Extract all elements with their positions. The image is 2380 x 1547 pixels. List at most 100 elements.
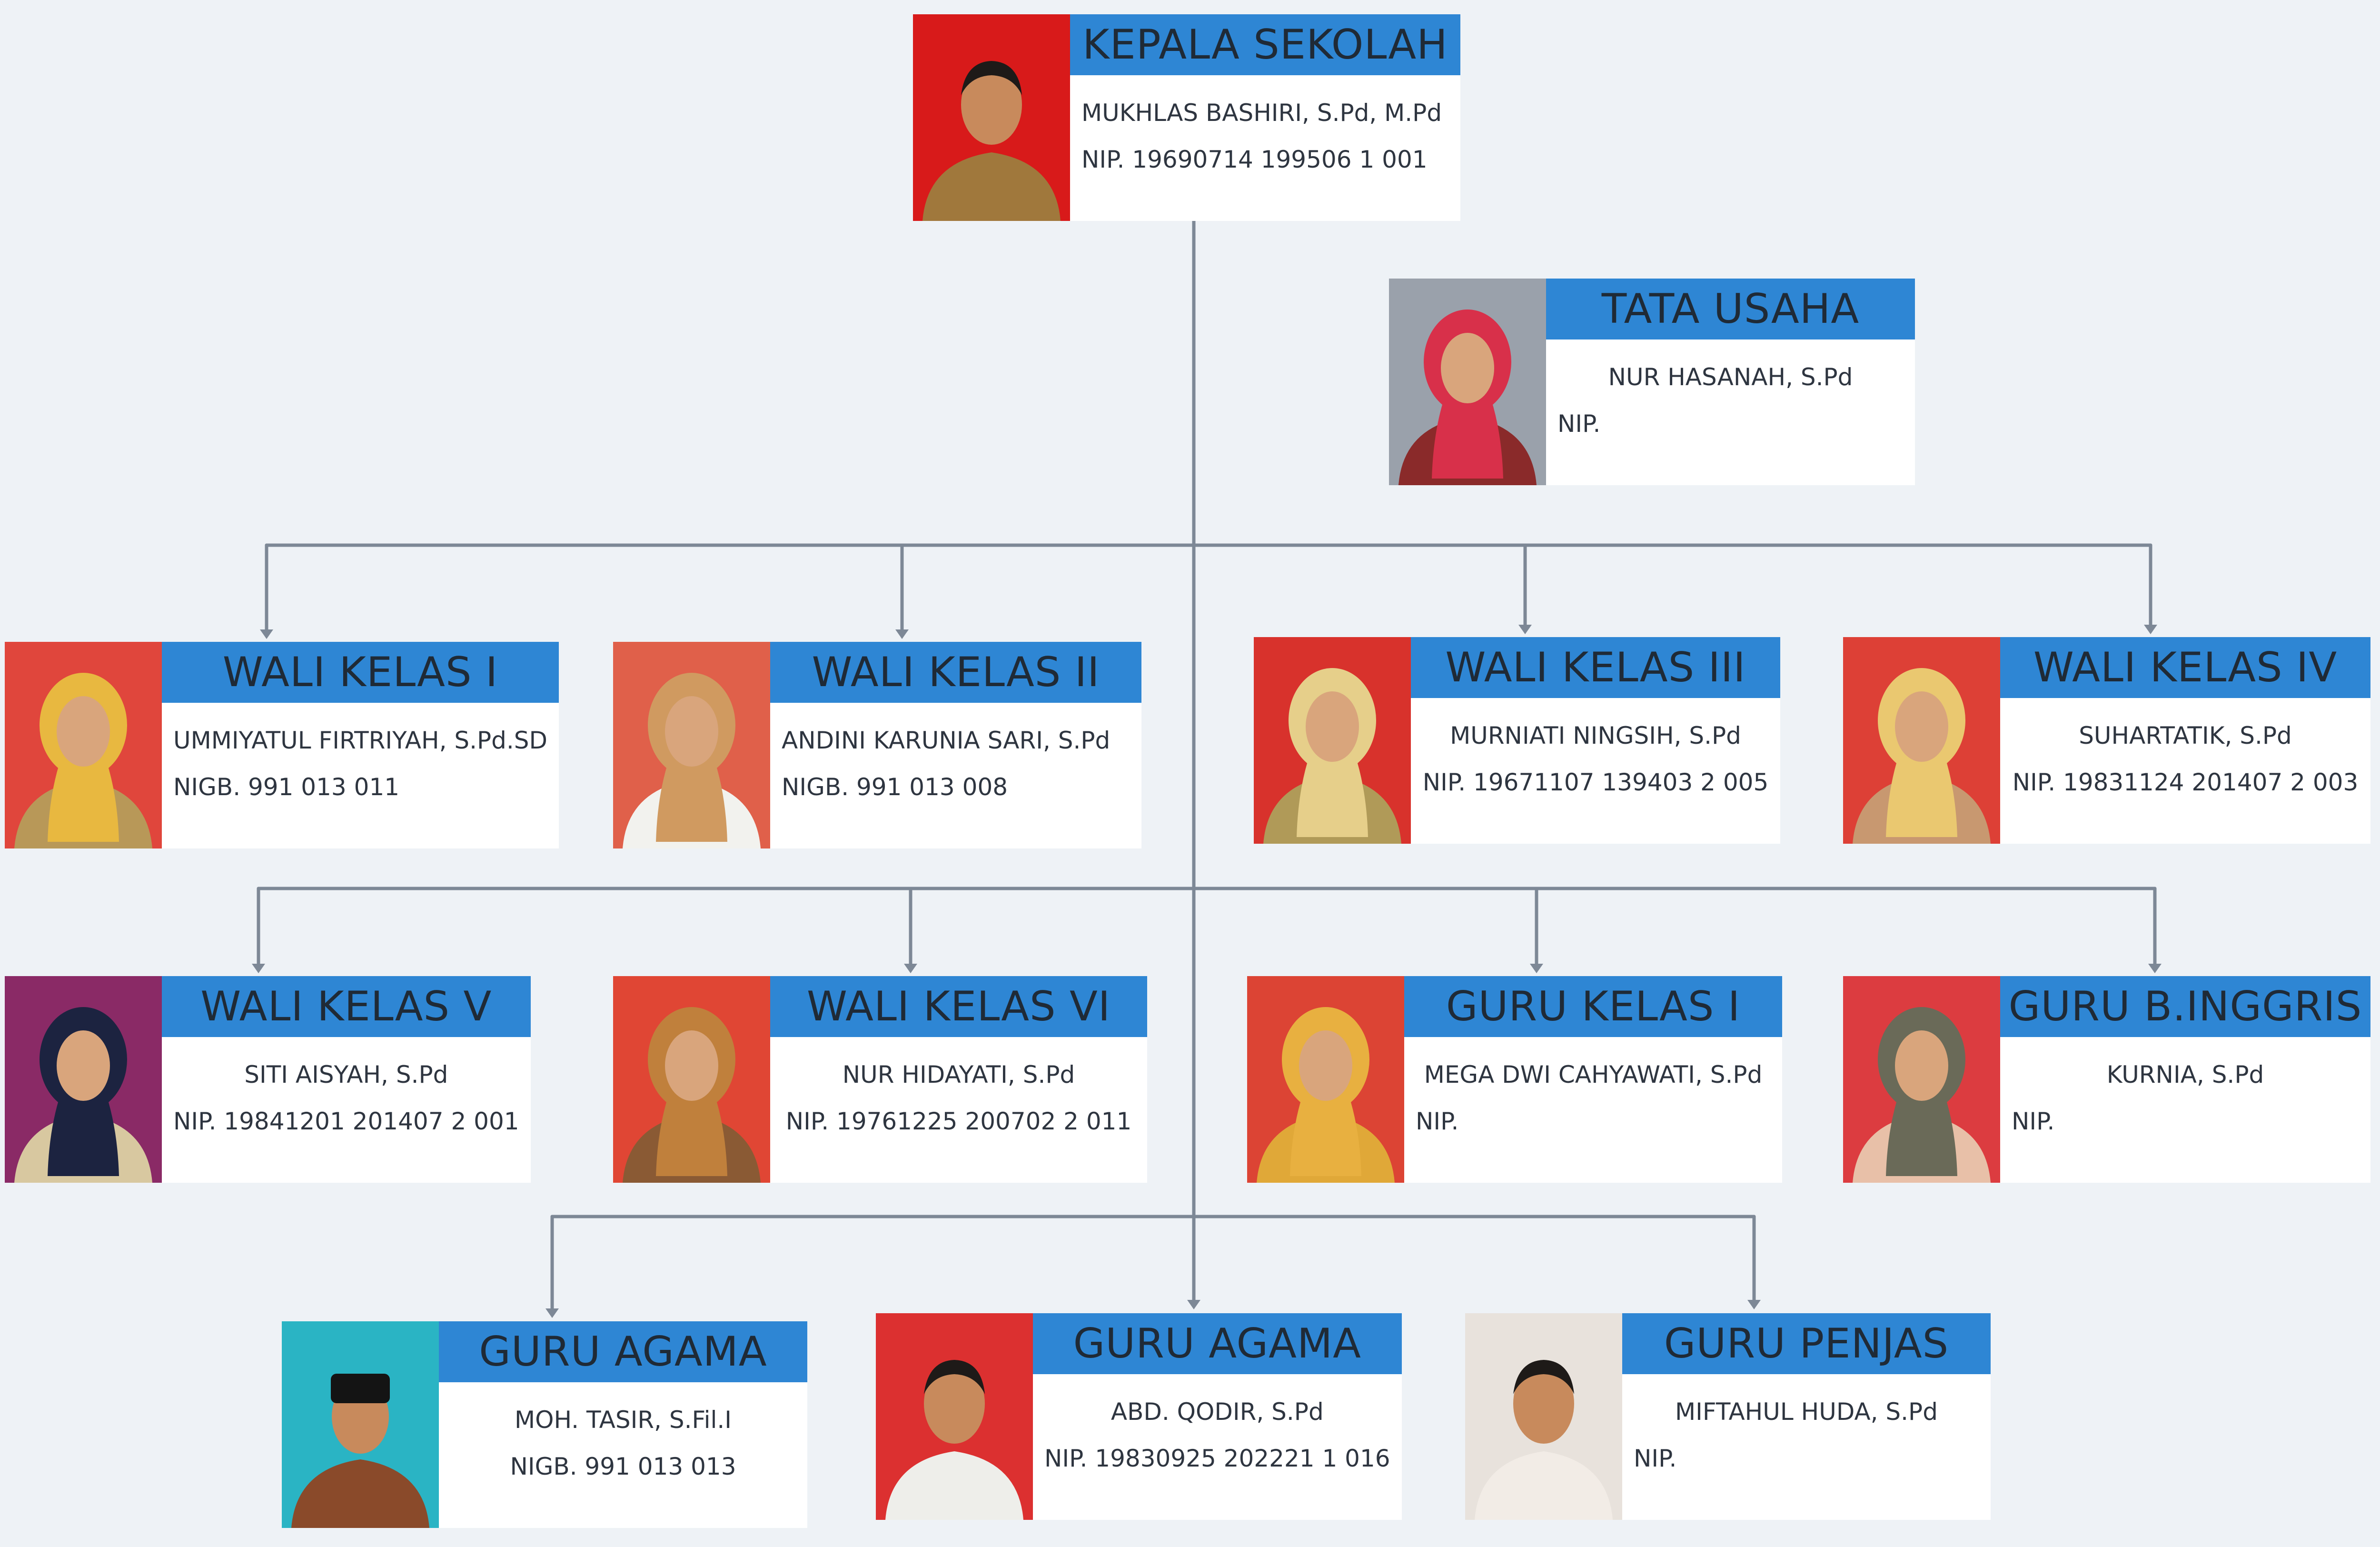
portrait-photo (1465, 1313, 1622, 1520)
role-title: GURU AGAMA (439, 1321, 807, 1382)
connector-arrow (545, 1308, 559, 1318)
role-title: TATA USAHA (1546, 279, 1915, 339)
portrait-photo (613, 642, 770, 848)
role-title: GURU AGAMA (1033, 1313, 1402, 1374)
connector-arrow (904, 964, 917, 973)
connector-arrow (1187, 1300, 1200, 1309)
portrait-photo (1389, 279, 1546, 485)
employee-id: NIP. (1634, 1445, 1677, 1472)
role-title: WALI KELAS I (162, 642, 559, 703)
role-title: WALI KELAS IV (2000, 637, 2370, 698)
role-title: KEPALA SEKOLAH (1070, 14, 1460, 75)
person-name: ABD. QODIR, S.Pd (1111, 1398, 1324, 1426)
employee-id: NIP. 19830925 202221 1 016 (1044, 1445, 1390, 1472)
person-name: ANDINI KARUNIA SARI, S.Pd (782, 727, 1111, 754)
connector-arrow (260, 629, 273, 639)
portrait-photo (5, 976, 162, 1183)
person-name: MEGA DWI CAHYAWATI, S.Pd (1424, 1061, 1763, 1088)
portrait-photo (1247, 976, 1404, 1183)
connector-arrow (1518, 625, 1532, 634)
employee-id: NIP. 19841201 201407 2 001 (173, 1108, 519, 1135)
card-body: MOH. TASIR, S.Fil.I NIGB. 991 013 013 (439, 1382, 807, 1528)
employee-id: NIP. 19831124 201407 2 003 (2012, 769, 2359, 796)
person-name: MUKHLAS BASHIRI, S.Pd, M.Pd (1081, 99, 1442, 127)
role-title: WALI KELAS III (1411, 637, 1780, 698)
person-name: SITI AISYAH, S.Pd (244, 1061, 448, 1088)
connector-arrow (1530, 964, 1543, 973)
portrait-photo (1254, 637, 1411, 844)
employee-id: NIGB. 991 013 008 (782, 773, 1008, 801)
card-info: GURU AGAMA MOH. TASIR, S.Fil.I NIGB. 991 0… (439, 1321, 807, 1528)
employee-id: NIP. (1416, 1108, 1459, 1135)
employee-id: NIP. (2012, 1108, 2055, 1135)
portrait-photo (913, 14, 1070, 221)
portrait-photo (1843, 976, 2000, 1183)
employee-id: NIGB. 991 013 013 (510, 1453, 736, 1480)
connector-arrow (1747, 1300, 1761, 1309)
person-name: NUR HASANAH, S.Pd (1608, 363, 1853, 391)
person-name: KURNIA, S.Pd (2106, 1061, 2264, 1088)
portrait-photo (5, 642, 162, 848)
person-name: MOH. TASIR, S.Fil.I (514, 1406, 732, 1434)
role-title: WALI KELAS VI (770, 976, 1147, 1037)
connector-arrow (2144, 625, 2157, 634)
role-title: WALI KELAS V (162, 976, 531, 1037)
portrait-photo (282, 1321, 439, 1528)
role-title: GURU KELAS I (1404, 976, 1782, 1037)
connector-arrow (2148, 964, 2162, 973)
role-title: GURU PENJAS (1622, 1313, 1991, 1374)
role-title: WALI KELAS II (770, 642, 1141, 703)
person-name: SUHARTATIK, S.Pd (2079, 722, 2292, 749)
employee-id: NIP. (1557, 410, 1601, 438)
employee-id: NIP. 19671107 139403 2 005 (1422, 769, 1769, 796)
person-name: MIFTAHUL HUDA, S.Pd (1675, 1398, 1938, 1426)
role-title: GURU B.INGGRIS (2000, 976, 2370, 1037)
portrait-photo (1843, 637, 2000, 844)
card-guru-agama-1: GURU AGAMA MOH. TASIR, S.Fil.I NIGB. 991 0… (282, 1321, 807, 1528)
employee-id: NIP. 19761225 200702 2 011 (785, 1108, 1132, 1135)
portrait-photo (613, 976, 770, 1183)
employee-id: NIGB. 991 013 011 (173, 773, 400, 801)
employee-id: NIP. 19690714 199506 1 001 (1081, 146, 1428, 173)
person-name: NUR HIDAYATI, S.Pd (842, 1061, 1075, 1088)
connector-arrow (895, 629, 909, 639)
person-name: MURNIATI NINGSIH, S.Pd (1450, 722, 1741, 749)
portrait-photo (876, 1313, 1033, 1520)
